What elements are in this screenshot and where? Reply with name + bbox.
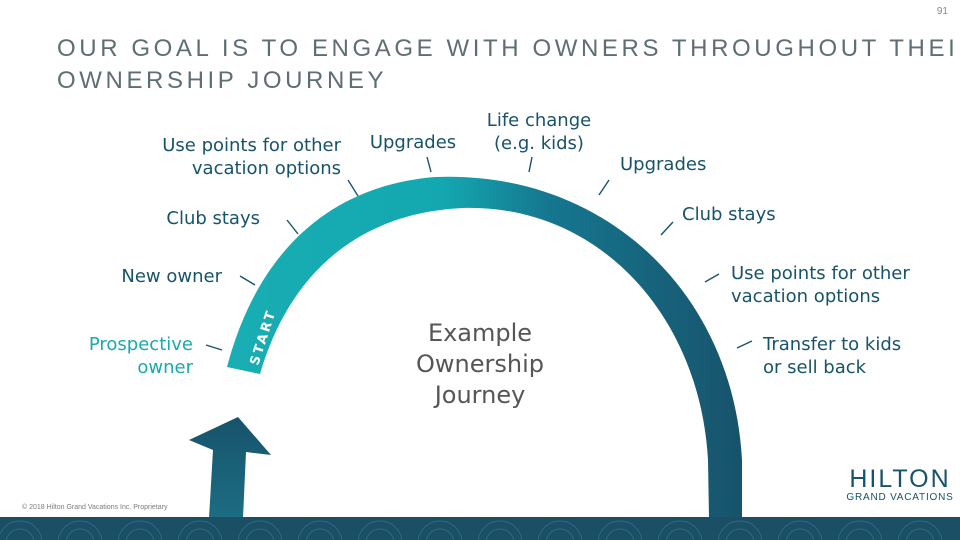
tick-points-right (704, 273, 720, 283)
page-number: 91 (936, 6, 948, 17)
step-upgrades-right: Upgrades (620, 154, 707, 175)
step-transfer: Transfer to kids or sell back (763, 334, 902, 378)
step-points-left: Use points for other vacation options (162, 135, 341, 179)
hilton-logo: HILTON GRAND VACATIONS (840, 466, 960, 504)
tick-new-owner (239, 275, 256, 286)
tick-prospective (205, 344, 223, 351)
step-club-stays-left: Club stays (166, 208, 260, 229)
footer-pattern (0, 520, 943, 540)
return-arrow (189, 417, 271, 518)
tick-club-stays-right (660, 221, 674, 236)
logo-main-text: HILTON (849, 465, 951, 493)
title-line-2: OWNERSHIP JOURNEY (57, 67, 388, 94)
connector-ticks (205, 156, 753, 351)
slide-title: OUR GOAL IS TO ENGAGE WITH OWNERS THROUG… (57, 33, 960, 97)
tick-club-stays-left (286, 219, 299, 235)
step-new-owner: New owner (121, 266, 222, 287)
step-upgrades-left: Upgrades (369, 132, 457, 153)
step-life-change: Life change (e.g. kids) (486, 110, 592, 154)
step-prospective-owner: Prospective owner (88, 334, 193, 378)
tick-points-left (347, 179, 359, 197)
title-line-1: OUR GOAL IS TO ENGAGE WITH OWNERS THROUG… (57, 35, 960, 62)
footer-band (0, 517, 960, 540)
tick-transfer (736, 340, 753, 349)
step-points-right: Use points for other vacation options (731, 263, 910, 307)
copyright-notice: © 2018 Hilton Grand Vacations Inc. Propr… (22, 504, 168, 511)
step-club-stays-right: Club stays (682, 204, 776, 225)
logo-sub-text: GRAND VACATIONS (846, 492, 954, 503)
tick-upgrades-right (598, 179, 610, 196)
center-caption: Example Ownership Journey (416, 319, 544, 409)
tick-life-change (528, 156, 533, 173)
tick-upgrades-left (426, 156, 432, 173)
